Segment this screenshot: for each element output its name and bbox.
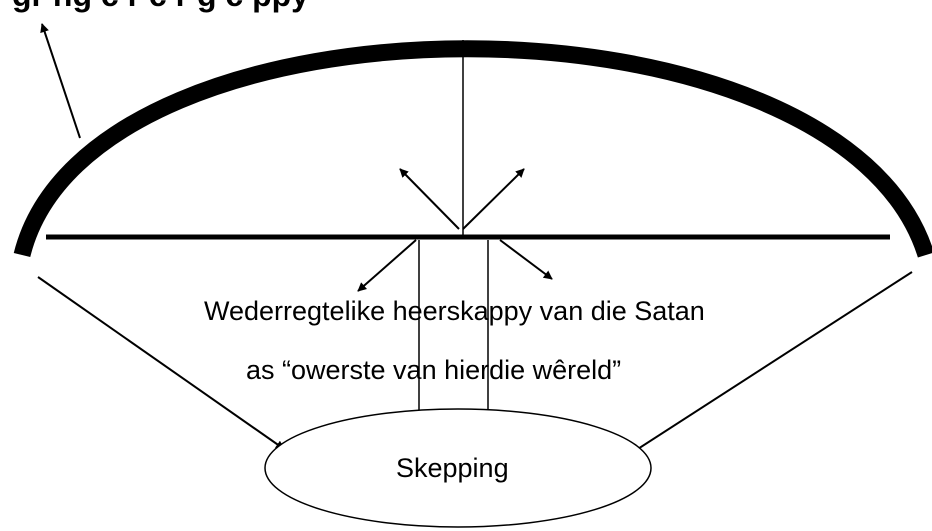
right-converging-arrow: [626, 271, 913, 457]
rule-label-line1: Wederregtelike heerskappy van die Satan: [204, 296, 705, 326]
rule-label-line2: as “owerste van hierdie wêreld”: [246, 355, 622, 385]
upward-right-arrow: [462, 168, 525, 230]
downward-left-arrow: [357, 239, 417, 292]
cropped-title-text: gr ng c r c r g c ppy: [12, 0, 309, 11]
dome-outward-arrow: [40, 23, 81, 139]
downward-right-arrow: [499, 239, 553, 280]
left-converging-arrow: [37, 276, 285, 450]
creation-ellipse: [264, 408, 652, 528]
creation-label: Skepping: [396, 453, 509, 483]
cropped-title: gr ng c r c r g c ppy: [0, 0, 932, 17]
upward-left-arrow: [399, 168, 460, 230]
dome-arc: [13, 40, 932, 258]
